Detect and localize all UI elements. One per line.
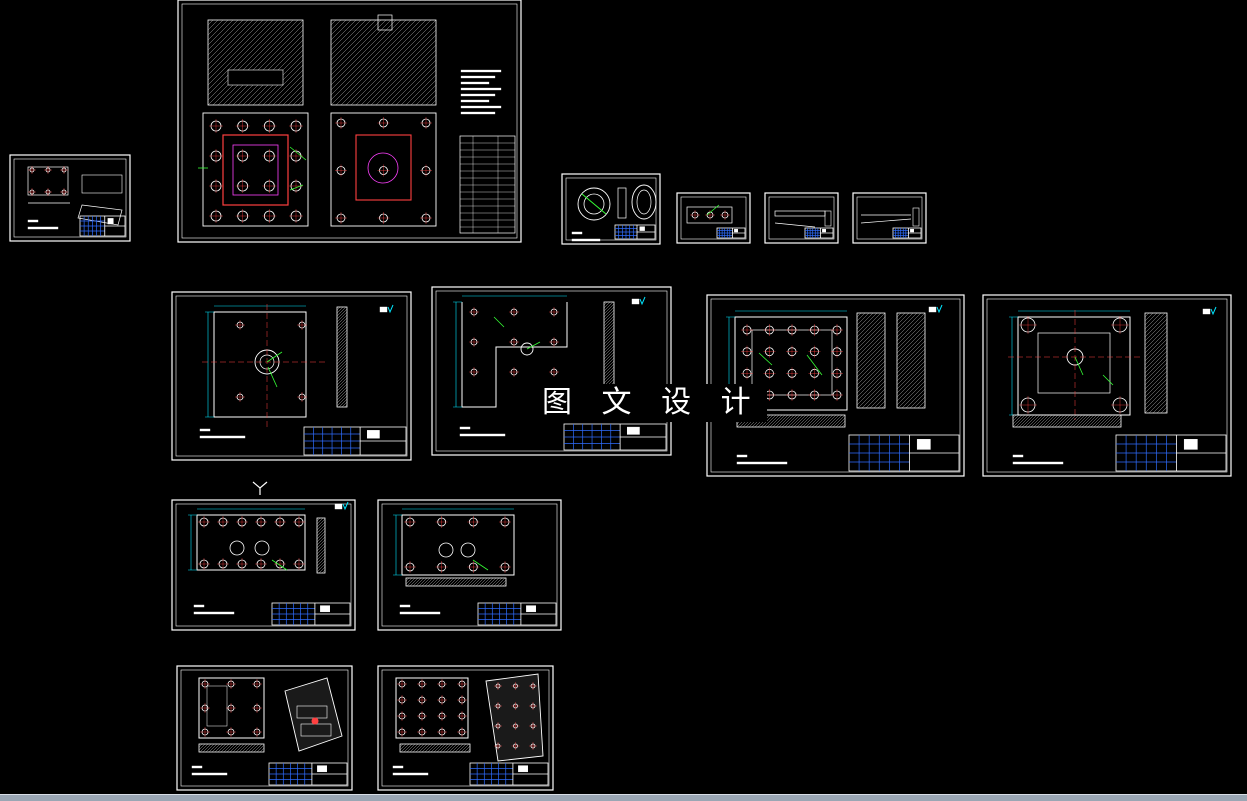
drawing-sheet-plate-1[interactable] [171,291,445,461]
drawing-sheet-small-3[interactable] [852,192,927,244]
drawing-sheet-plate-3[interactable] [706,294,1017,477]
drawing-sheet-plate-4[interactable] [982,294,1247,477]
drawing-sheet-plate-2[interactable] [431,286,703,456]
drawing-sheet-assembly[interactable] [123,0,522,243]
drawing-sheet-plate-8[interactable] [377,665,554,791]
drawing-sheet-ring[interactable] [561,173,661,245]
watermark-text: 图 文 设 计 [536,384,767,422]
drawing-sheet-plate-6[interactable] [377,499,562,631]
drawing-sheet-small-2[interactable] [764,192,839,244]
drawing-sheet-plate-7[interactable] [176,665,353,791]
drawing-sheet-small-1[interactable] [676,192,751,244]
drawing-sheet-plate-5[interactable] [171,499,377,631]
drawing-sheet-small-left[interactable] [9,154,131,242]
crosshair-cursor-icon [252,481,268,495]
status-bar [0,794,1247,801]
